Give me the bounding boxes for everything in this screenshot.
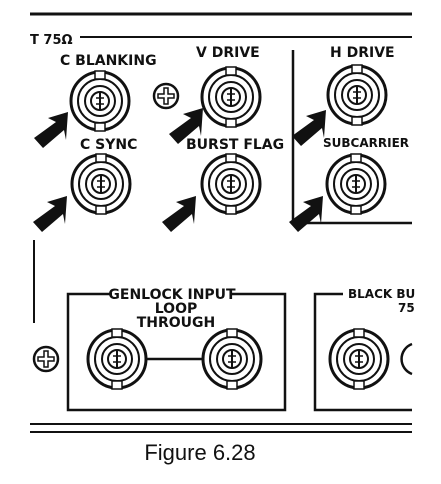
black-burst-label: BLACK BU — [348, 287, 415, 301]
h-drive-label: H DRIVE — [330, 45, 395, 61]
black-burst-impedance-label: 75 — [398, 301, 415, 315]
subcarrier-label: SUBCARRIER — [323, 136, 409, 150]
c-blanking-arrow-icon — [34, 112, 68, 148]
figure-caption: Figure 6.28 — [144, 440, 256, 465]
panel-screw-icon — [152, 82, 180, 110]
h-drive-arrow-icon — [292, 110, 326, 146]
black-burst-bnc-connector — [328, 327, 390, 391]
genlock-box-frame — [66, 292, 287, 412]
panel-screw-lower-icon — [32, 345, 60, 373]
output-impedance-label: T 75Ω — [30, 33, 73, 48]
c-blanking-bnc-connector — [69, 69, 131, 133]
v-drive-bnc-connector — [200, 65, 262, 129]
burst-flag-bnc-connector — [200, 152, 262, 216]
genlock-title-label: GENLOCK INPUT — [108, 287, 236, 303]
genlock-loop-label: LOOP — [155, 301, 198, 317]
subcarrier-bnc-connector — [325, 152, 387, 216]
c-sync-label: C SYNC — [80, 137, 137, 153]
genlock-through-label: THROUGH — [137, 315, 216, 331]
c-sync-arrow-icon — [33, 196, 67, 232]
burst-flag-arrow-icon — [162, 196, 196, 232]
c-sync-bnc-connector — [70, 152, 132, 216]
connector-panel-diagram: T 75Ω C BLANKING V DRIVE H DRIVE C SYNC … — [30, 12, 415, 433]
black-burst-box-frame — [313, 292, 412, 412]
c-blanking-label: C BLANKING — [60, 53, 157, 69]
genlock-through-bnc-connector — [201, 327, 263, 391]
burst-flag-label: BURST FLAG — [186, 137, 284, 153]
genlock-input-bnc-connector — [86, 327, 148, 391]
black-burst-partial-connector — [400, 342, 413, 376]
h-drive-bnc-connector — [326, 63, 388, 127]
v-drive-label: V DRIVE — [196, 45, 260, 61]
